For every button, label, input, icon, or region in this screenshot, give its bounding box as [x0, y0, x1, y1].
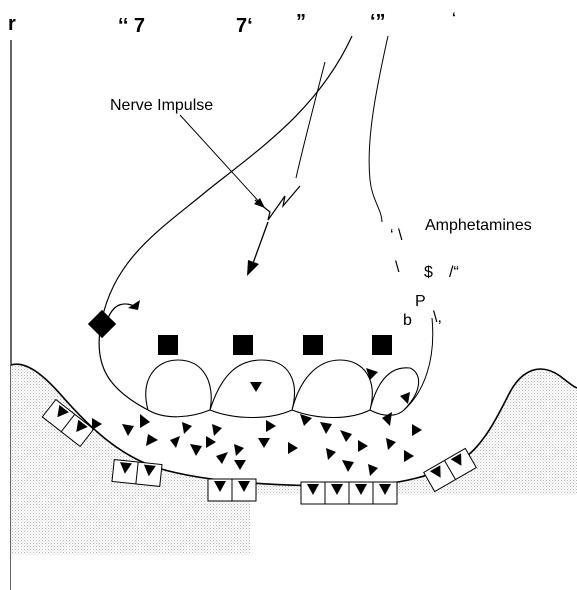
header-mark-2: ‘‘ 7: [118, 15, 145, 37]
header-mark-3: 7‘: [236, 15, 253, 37]
scan-mark-4: /“: [449, 264, 459, 281]
header-mark-1: r: [8, 13, 16, 35]
transporter-square-2: [233, 335, 253, 355]
header-mark-4: ”: [296, 11, 306, 33]
reuptake-diamond: [88, 310, 116, 338]
scan-mark-6: b: [403, 312, 412, 329]
impulse-arrow-shaft: [252, 222, 268, 266]
axon-inner-line: [296, 62, 325, 178]
receptor-group-3: [208, 479, 256, 501]
label-nerve-impulse: Nerve Impulse: [110, 97, 213, 114]
scan-mark-2: \: [395, 259, 400, 276]
transporter-square-3: [303, 335, 323, 355]
transporter-square-1: [158, 335, 178, 355]
scan-mark-7: \,: [433, 309, 442, 326]
scan-mark-1: ‘ \: [390, 227, 403, 244]
nerve-impulse-pointer: [180, 115, 262, 205]
axon-terminal-right-edge: [369, 36, 388, 222]
vesicle-bottom-line: [148, 410, 404, 418]
scan-mark-3: $: [424, 264, 433, 281]
receptor-group-2: [112, 460, 162, 487]
neurotransmitter-molecules: [92, 368, 422, 476]
vesicle-pockets: [146, 360, 419, 410]
scan-mark-5: P: [415, 293, 426, 310]
label-amphetamines: Amphetamines: [425, 217, 532, 234]
receptor-group-4: [301, 482, 397, 504]
header-mark-5: ‘”: [370, 11, 386, 33]
header-mark-6: ‘: [452, 9, 456, 25]
transporter-square-4: [372, 335, 392, 355]
impulse-arrowhead: [247, 260, 259, 276]
